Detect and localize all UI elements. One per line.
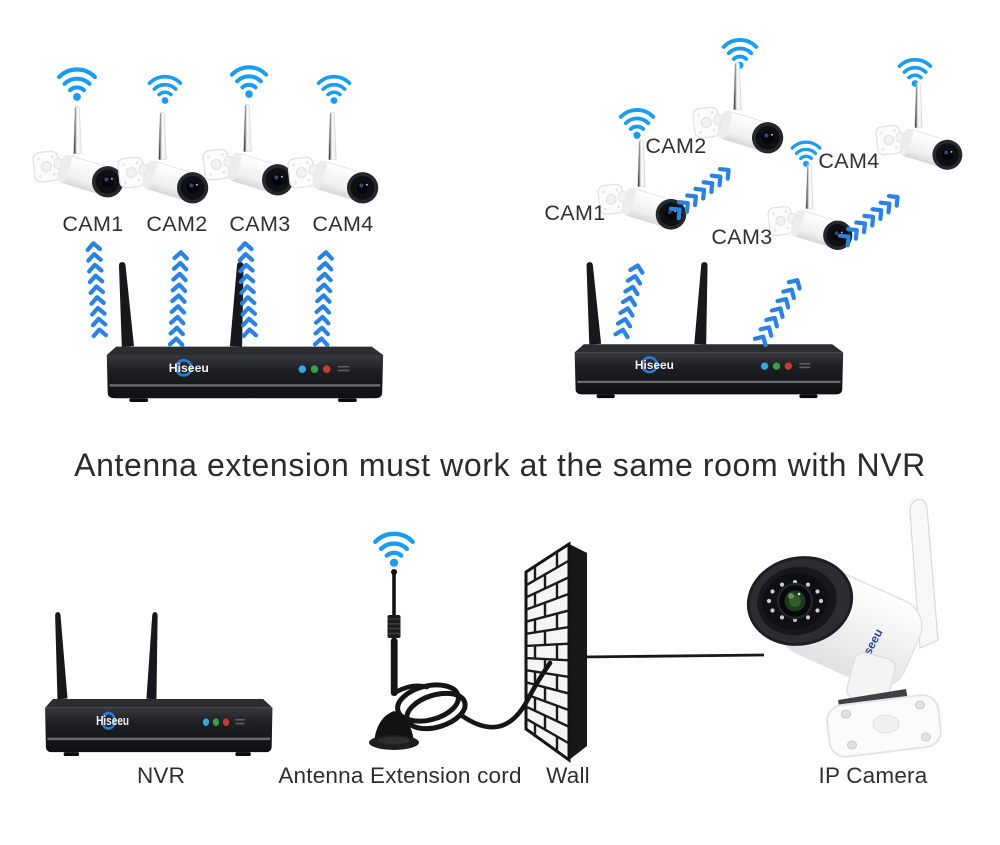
ip-camera-label: IP Camera [818,763,928,788]
antenna-extension [369,534,468,750]
camera-cable [581,653,765,659]
ip-camera-mic-hole [840,594,846,600]
ip-camera-lens-assembly [746,556,854,646]
right-cam3-label: CAM3 [711,225,773,249]
right-cam4-label: CAM4 [818,149,880,173]
nvr-right [573,260,845,400]
wall-mortar-lines [525,552,570,752]
signal-stream-left-1 [87,243,106,336]
wall-side-face [569,544,587,760]
wifi-icon-left-cam3 [232,67,266,98]
ip-camera-antenna [909,498,939,649]
nvr-label: NVR [136,763,186,788]
left-cam4-label: CAM4 [312,212,374,236]
camera-left-4 [286,111,383,208]
camera-left-3 [201,103,298,200]
ip-camera: Hiseeu [746,498,942,758]
right-cam2-label: CAM2 [645,134,707,158]
camera-left-2 [116,111,213,208]
left-cam1-label: CAM1 [62,212,124,236]
extension-cable-coil [395,682,468,732]
antenna-cord-label: Antenna Extension cord [278,763,522,788]
signal-stream-cam3-to-cam4 [840,192,901,245]
wifi-icon-right-cam4 [897,57,933,89]
bottom-diagram: Hiseeu [43,498,942,763]
extension-antenna-coil [387,615,401,638]
wall-label: Wall [546,763,590,788]
signal-stream-left-2 [170,252,187,345]
wifi-icon-left-cam2 [147,74,183,106]
extension-magnet-base [374,711,414,742]
extension-antenna-rod [392,573,396,643]
wifi-icon-extension [375,534,412,567]
signal-stream-nvr-to-cam3 [755,277,803,345]
camera-right-4 [874,81,967,175]
wifi-icon-right-cam3 [790,140,822,169]
right-diagram [573,38,967,400]
wall-front-face [524,541,571,763]
wifi-icon-left-cam1 [59,69,95,100]
wifi-icon-left-cam4 [316,74,352,106]
headline-text: Antenna extension must work at the same … [74,447,926,483]
signal-stream-left-4 [315,252,332,345]
nvr-bottom [43,610,274,758]
wifi-icon-right-cam2 [721,38,759,71]
brick-wall [524,541,587,763]
left-cam2-label: CAM2 [146,212,208,236]
ip-camera-mount [826,652,942,758]
signal-stream-nvr-to-cam1 [616,264,644,337]
right-cam1-label: CAM1 [544,201,606,225]
left-cam3-label: CAM3 [229,212,291,236]
camera-right-3 [766,163,857,255]
camera-left-1 [31,105,128,202]
signal-stream-cam1-to-cam2 [671,165,732,218]
